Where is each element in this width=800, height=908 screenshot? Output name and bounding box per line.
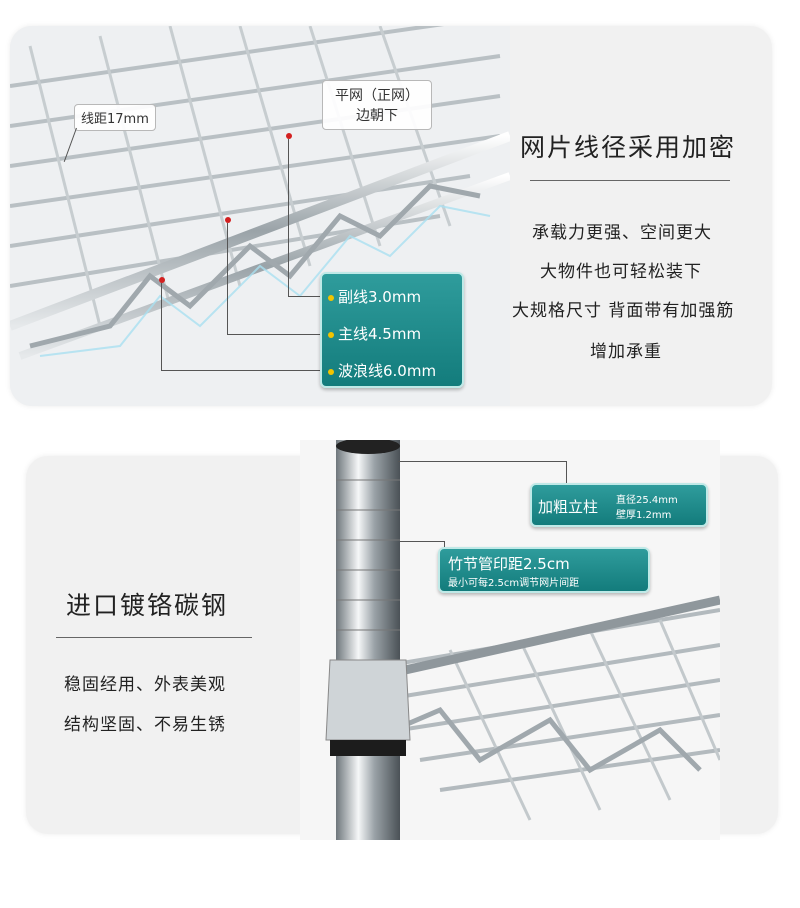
- groove-spec-badge: 竹节管印距2.5cm 最小可每2.5cm调节网片间距: [438, 547, 650, 593]
- pointer-main-v: [227, 223, 228, 334]
- marker-dot-secondary: [286, 133, 292, 139]
- bottom-feature-line-2: 结构坚固、不易生锈: [64, 715, 226, 735]
- top-feature-line-3: 大规格尺寸 背面带有加强筋: [512, 301, 735, 321]
- top-feature-line-1: 承载力更强、空间更大: [532, 223, 712, 243]
- pole-pointer-v: [566, 461, 567, 483]
- groove-pointer-h: [400, 541, 444, 542]
- bottom-feature-line-1: 稳固经用、外表美观: [64, 675, 226, 695]
- flat-mesh-label-line1: 平网（正网）: [335, 88, 419, 104]
- flat-mesh-label: 平网（正网） 边朝下: [322, 80, 432, 130]
- bullet-icon: [328, 368, 334, 375]
- top-section-divider: [530, 180, 730, 181]
- top-section-title: 网片线径采用加密: [520, 133, 737, 162]
- groove-spec-title: 竹节管印距2.5cm: [448, 555, 570, 573]
- wave-wire-spec: 波浪线6.0mm: [338, 362, 437, 380]
- flat-mesh-label-line2: 边朝下: [356, 108, 398, 124]
- secondary-wire-spec: 副线3.0mm: [338, 288, 422, 306]
- main-wire-spec: 主线4.5mm: [338, 325, 422, 343]
- pointer-secondary-h: [288, 296, 324, 297]
- wire-spec-row-main: 主线4.5mm: [328, 323, 421, 344]
- pointer-secondary-v: [288, 139, 289, 296]
- top-feature-line-4: 增加承重: [590, 342, 662, 362]
- pole-pointer-h: [398, 461, 566, 462]
- pointer-wave-h: [161, 370, 324, 371]
- groove-pointer-v: [444, 541, 445, 549]
- groove-spec-sub: 最小可每2.5cm调节网片间距: [448, 578, 580, 589]
- pole-spec-diameter: 直径25.4mm: [616, 495, 678, 506]
- wire-spec-panel: 副线3.0mm 主线4.5mm 波浪线6.0mm: [320, 272, 464, 388]
- marker-dot-main: [225, 217, 231, 223]
- pointer-main-h: [227, 334, 324, 335]
- wire-spec-row-wave: 波浪线6.0mm: [328, 360, 436, 381]
- wire-spacing-label: 线距17mm: [74, 104, 156, 131]
- bullet-icon: [328, 331, 334, 338]
- pole-spec-title: 加粗立柱: [538, 498, 599, 516]
- pole-spec-badge: 加粗立柱 直径25.4mm 壁厚1.2mm: [530, 483, 708, 527]
- bottom-section-divider: [56, 637, 252, 638]
- pole-spec-thickness: 壁厚1.2mm: [616, 510, 672, 521]
- wire-spec-row-secondary: 副线3.0mm: [328, 286, 421, 307]
- pointer-wave-v: [161, 283, 162, 370]
- marker-dot-wave: [159, 277, 165, 283]
- bullet-icon: [328, 294, 334, 301]
- bottom-section-title: 进口镀铬碳钢: [66, 591, 229, 620]
- top-feature-line-2: 大物件也可轻松装下: [540, 262, 702, 282]
